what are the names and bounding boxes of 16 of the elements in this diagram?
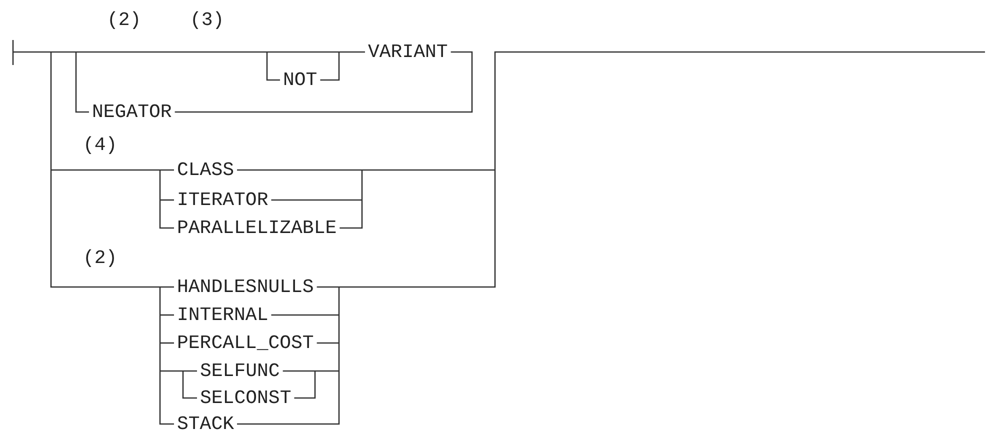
syntax-keyword: VARIANT xyxy=(368,42,448,62)
syntax-keyword: HANDLESNULLS xyxy=(177,277,314,297)
syntax-keyword: ITERATOR xyxy=(177,190,268,210)
syntax-keyword: PARALLELIZABLE xyxy=(177,218,337,238)
syntax-keyword: NEGATOR xyxy=(92,102,172,122)
footnote-number: (2) xyxy=(107,10,142,30)
syntax-keyword: SELFUNC xyxy=(200,361,280,381)
syntax-keyword: PERCALL_COST xyxy=(177,333,314,353)
syntax-keyword: CLASS xyxy=(177,160,234,180)
syntax-keyword: STACK xyxy=(177,414,234,434)
syntax-keyword: SELCONST xyxy=(200,388,292,408)
syntax-keyword: INTERNAL xyxy=(177,305,268,325)
footnote-number: (4) xyxy=(83,135,118,155)
footnote-number: (2) xyxy=(83,248,118,268)
syntax-keyword: NOT xyxy=(283,70,318,90)
footnote-number: (3) xyxy=(190,10,224,30)
